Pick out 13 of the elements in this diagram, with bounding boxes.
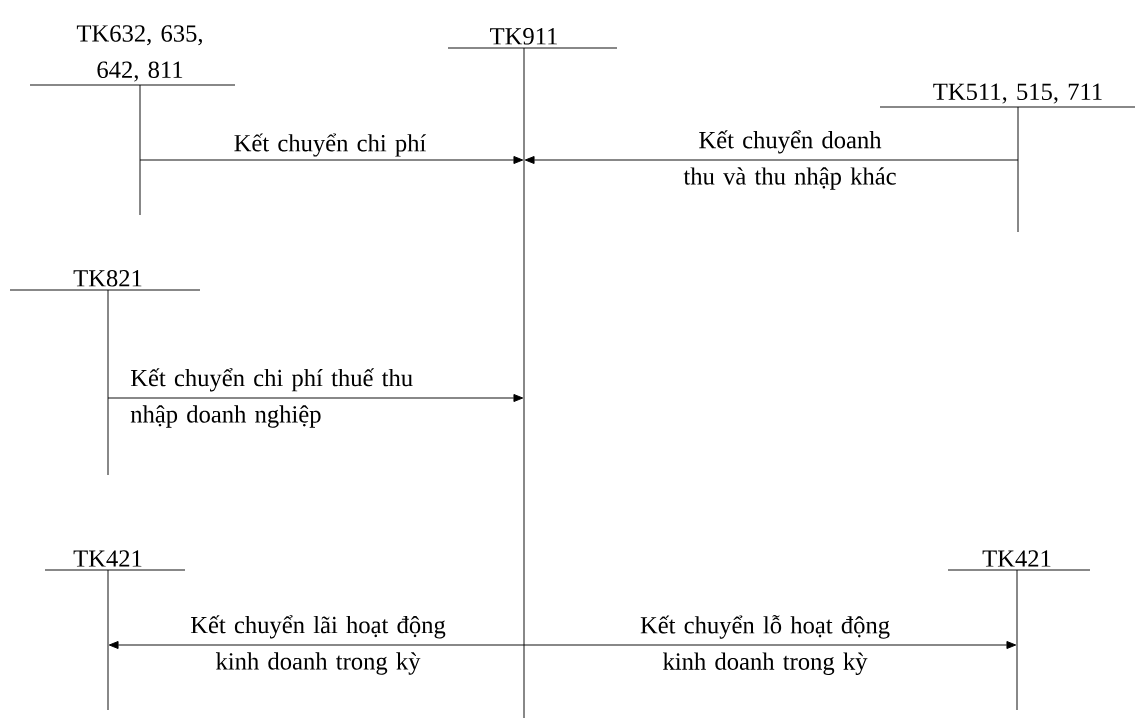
edge-label: Kết chuyển lỗ hoạt động kinh doanh trong kỳ [640, 615, 890, 675]
t-account: TK421 [44, 550, 186, 711]
edge-label: Kết chuyển doanh thu và thu nhập khác [683, 130, 896, 190]
edge-label: Kết chuyển chi phí thuế thu nhập doanh nghiệp [130, 368, 413, 428]
arrow [108, 641, 525, 649]
t-account: TK421 [947, 550, 1091, 711]
arrow [107, 394, 524, 402]
edge-label: Kết chuyển chi phí [234, 133, 427, 157]
edge-label: Kết chuyển lãi hoạt động kinh doanh trong kỳ [190, 615, 446, 675]
t-account: TK911 [447, 28, 618, 719]
arrow [139, 156, 524, 164]
arrow [523, 641, 1017, 649]
arrow [524, 156, 1019, 164]
